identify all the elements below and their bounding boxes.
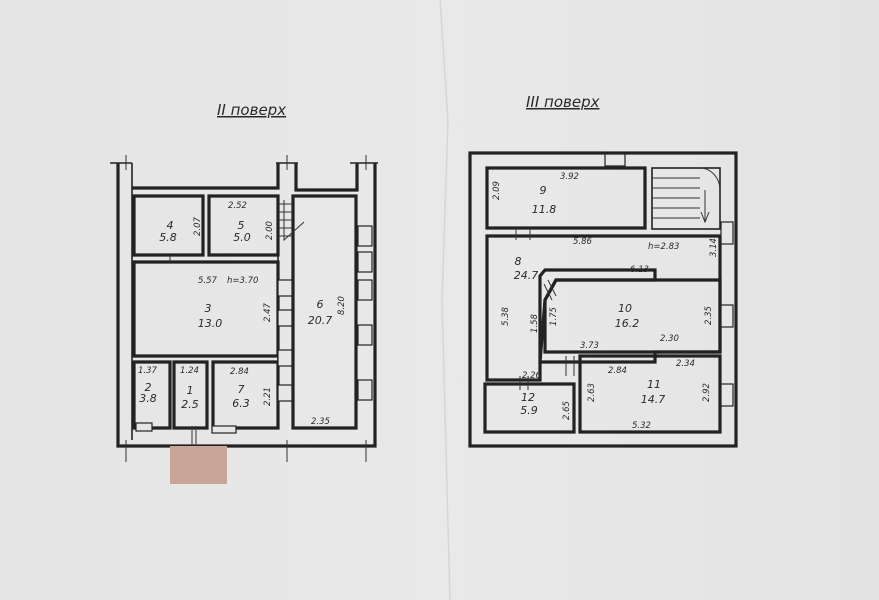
dimension-label: 2.84 [608, 366, 627, 376]
room-number: 3 [205, 302, 212, 315]
room-11-walls [578, 354, 722, 434]
window [357, 279, 373, 301]
window [211, 425, 237, 434]
dimension-label: 1.75 [549, 307, 559, 326]
room-area: 20.7 [308, 314, 333, 327]
room-area: 14.7 [641, 393, 666, 406]
dimension-label: 5.86 [573, 237, 593, 247]
dimension-label: 2.52 [228, 201, 247, 211]
room-number: 9 [540, 184, 547, 197]
room-1-walls [172, 360, 209, 430]
dimension-label: 2.47 [263, 302, 273, 322]
room-number: 2 [145, 381, 152, 394]
room-9-walls [485, 166, 647, 230]
floor-3-outer-wall [468, 151, 738, 448]
redaction-block [170, 446, 227, 484]
paper-fold [439, 0, 451, 600]
dimension-label: 2.00 [265, 221, 275, 240]
room-number: 1 [187, 384, 194, 397]
room-area: 24.7 [514, 269, 539, 282]
dimension-label: 5.38 [501, 306, 511, 326]
dimension-label: 2.92 [702, 383, 712, 402]
room-area: 13.0 [198, 317, 223, 330]
stair-treads [652, 167, 721, 224]
window [357, 379, 373, 401]
dimension-label: 6.13 [630, 265, 649, 275]
dimension-label: 3.73 [580, 341, 599, 351]
room-2-walls [132, 360, 172, 430]
room-number: 4 [167, 219, 174, 232]
room-area: 6.3 [232, 397, 250, 410]
dimension-label: 2.21 [263, 387, 273, 406]
dimension-label: 1.58 [530, 313, 540, 333]
dimension-label: 5.32 [632, 421, 651, 431]
dimension-label: h=2.83 [648, 242, 679, 252]
room-area: 16.2 [615, 317, 640, 330]
window [277, 384, 293, 402]
dimension-label: 2.84 [230, 367, 249, 377]
floor-2-top-wall [132, 163, 359, 192]
room-area: 5.0 [233, 231, 251, 244]
window [720, 221, 734, 245]
room-area: 11.8 [532, 203, 557, 216]
floor-3-title: III поверх [526, 93, 600, 111]
room-number: 6 [317, 298, 324, 311]
window [720, 304, 734, 328]
room-number: 12 [521, 391, 535, 404]
dimension-label: 2.09 [492, 181, 502, 200]
dimension-label: 2.26 [522, 371, 542, 381]
window [720, 383, 734, 407]
floor-2-axis-marks [125, 155, 367, 462]
dimension-label: 2.30 [660, 334, 679, 344]
window [357, 225, 373, 247]
dimension-label: 1.24 [180, 366, 199, 376]
room-area: 2.5 [181, 398, 199, 411]
dimension-label: 8.20 [337, 296, 347, 315]
dimension-label: 1.37 [138, 366, 158, 376]
window [277, 309, 293, 327]
floor-3-plan: III поверх 9 11.8 8 24.7 10 16.2 11 14.7… [468, 93, 738, 448]
room-number: 10 [618, 302, 632, 315]
room-area: 5.8 [159, 231, 177, 244]
dimension-label: 3.14 [709, 238, 719, 257]
dimension-label: 2.34 [676, 359, 695, 369]
floor-2-stair [279, 200, 305, 242]
window [135, 422, 153, 432]
dimension-label: 2.35 [704, 306, 714, 325]
dimension-label: 5.57 [198, 276, 218, 286]
floor-2-outer-wall [116, 163, 377, 448]
dimension-label: 2.65 [562, 401, 572, 420]
room-number: 11 [647, 378, 661, 391]
window [357, 324, 373, 346]
door-marks [169, 255, 197, 446]
door-marks [515, 228, 575, 390]
floor-2-plan: II поверх 4 5.8 5 5.0 [110, 101, 378, 484]
window [357, 251, 373, 273]
window [277, 349, 293, 367]
dimension-label: 2.07 [193, 216, 203, 236]
room-number: 5 [238, 219, 245, 232]
room-10-walls [543, 278, 722, 354]
window [277, 279, 293, 297]
room-area: 3.8 [139, 392, 157, 405]
dimension-label: h=3.70 [227, 276, 258, 286]
room-4-walls [132, 194, 205, 257]
dimension-label: 2.63 [587, 383, 597, 402]
room-number: 8 [515, 255, 522, 268]
floor-2-title: II поверх [217, 101, 286, 119]
door-swing [543, 279, 557, 301]
dimension-label: 3.92 [560, 172, 579, 182]
room-number: 7 [238, 383, 245, 396]
room-area: 5.9 [520, 404, 538, 417]
window [604, 153, 626, 167]
room-12-walls [483, 382, 576, 434]
dimension-label: 2.35 [311, 417, 330, 427]
